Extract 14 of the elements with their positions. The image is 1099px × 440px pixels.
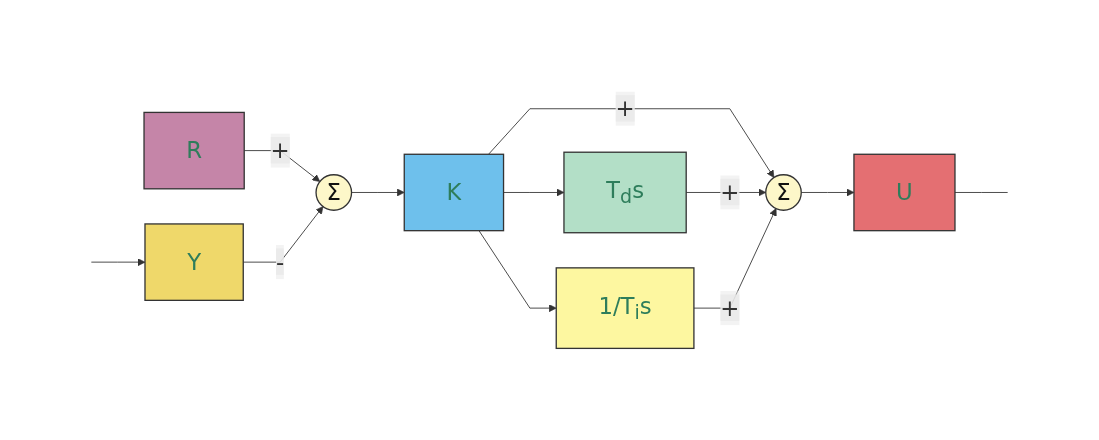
node-box: Y [144, 223, 244, 301]
node-box: K [403, 153, 505, 232]
edge-label: - [276, 248, 285, 275]
node-box: U [853, 153, 956, 232]
edge-label: + [720, 294, 740, 321]
edge-label: + [270, 137, 290, 164]
node-box: 1/T$_{i}$s [555, 267, 695, 350]
node-circle: Σ [315, 174, 353, 211]
node-circle: Σ [765, 174, 802, 211]
node-box: T$_{d}$s [563, 151, 687, 234]
edge-label: + [615, 95, 635, 122]
edge-label: + [720, 178, 740, 206]
node-box: R [143, 111, 245, 190]
connector [954, 192, 1009, 193]
